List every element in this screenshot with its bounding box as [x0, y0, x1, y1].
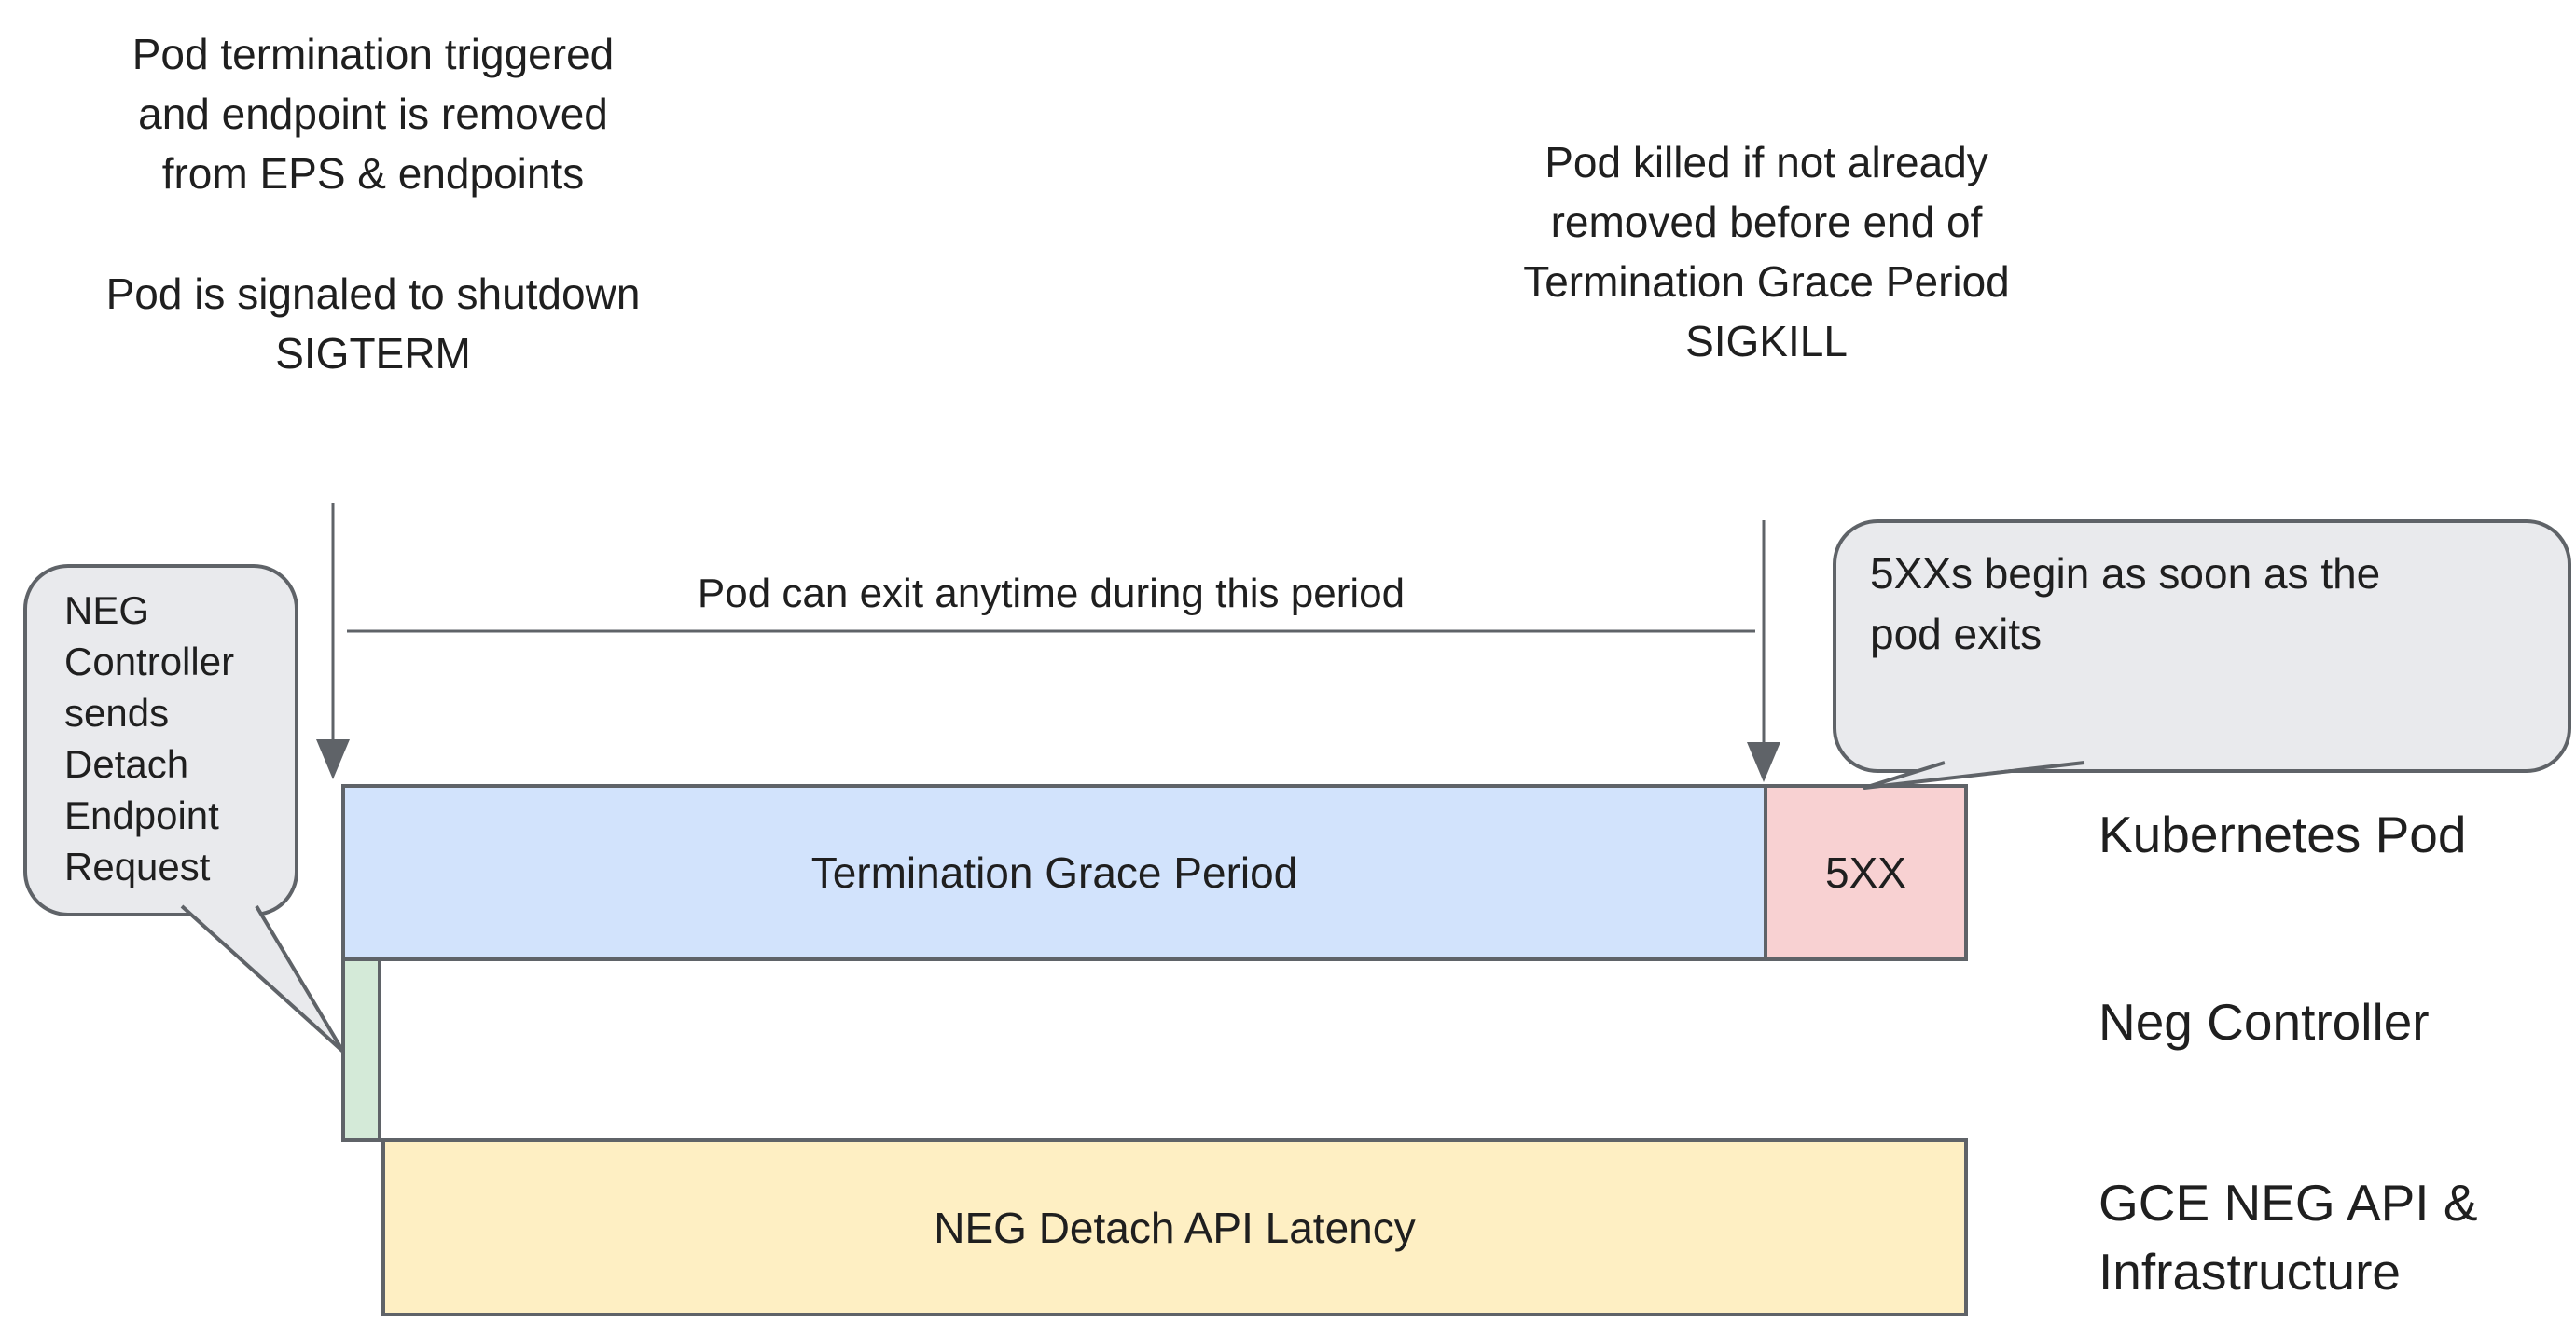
annotation-period-note: Pod can exit anytime during this period: [697, 571, 1406, 616]
annotation-pod-signaled: Pod is signaled to shutdown SIGTERM: [105, 269, 641, 378]
callout-5xx-begin: 5XXs begin as soon as the pod exits: [1833, 519, 2571, 773]
callout-neg-controller-tail: [180, 904, 345, 1054]
bar-neg-detach-api-latency-label: NEG Detach API Latency: [934, 1203, 1416, 1252]
lane-label-gce-neg-api: GCE NEG API & Infrastructure: [2098, 1174, 2478, 1301]
callout-neg-controller-sends-detach: NEG Controller sends Detach Endpoint Req…: [23, 564, 298, 916]
bar-termination-grace-period-label: Termination Grace Period: [810, 848, 1298, 897]
annotation-pod-killed: Pod killed if not already removed before…: [1523, 138, 2010, 365]
bar-neg-controller-segment: [341, 957, 381, 1142]
callout-neg-controller-text: NEG Controller sends Detach Endpoint Req…: [64, 588, 235, 888]
lane-label-kubernetes-pod: Kubernetes Pod: [2098, 806, 2467, 863]
lane-label-neg-controller: Neg Controller: [2098, 993, 2430, 1051]
sigkill-arrow: [1747, 520, 1780, 782]
bar-5xx-label: 5XX: [1825, 848, 1906, 897]
annotation-pod-termination: Pod termination triggered and endpoint i…: [132, 30, 615, 198]
bar-neg-detach-api-latency: NEG Detach API Latency: [381, 1138, 1968, 1316]
bar-termination-grace-period: Termination Grace Period: [341, 784, 1767, 961]
sigterm-arrow: [316, 503, 350, 779]
callout-5xx-begin-text: 5XXs begin as soon as the pod exits: [1870, 549, 2381, 658]
bar-5xx: 5XX: [1764, 784, 1968, 961]
